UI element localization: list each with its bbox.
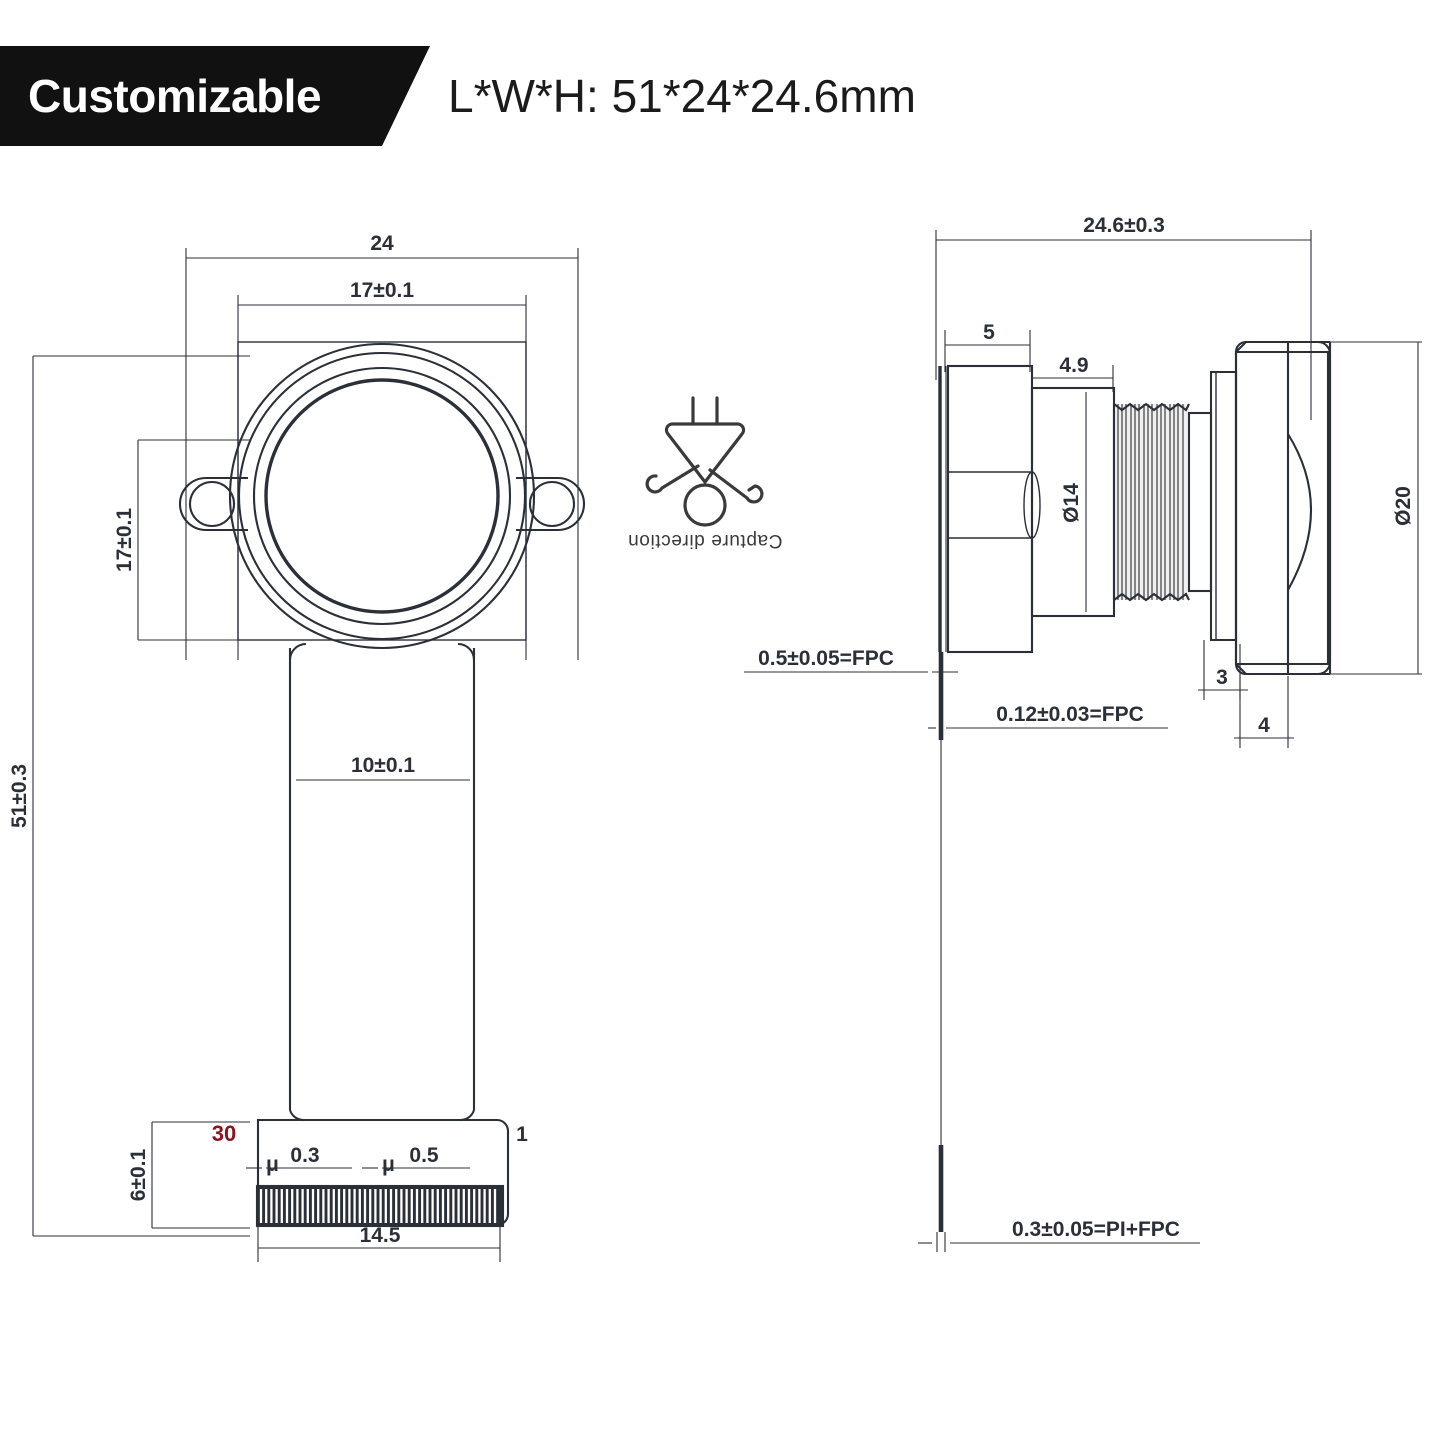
side-view: 24.6±0.3 5 4.9: [744, 214, 1422, 1252]
page-title: L*W*H: 51*24*24.6mm: [448, 70, 916, 122]
capture-direction-label: Capture direction: [628, 530, 783, 551]
dim-ribbon-width-10: 10±0.1: [296, 754, 470, 781]
dim-label-pitch-03: 0.3: [290, 1144, 319, 1167]
mounting-ear-left: [178, 476, 248, 532]
dim-label-49: 4.9: [1059, 354, 1088, 377]
dim-label-d20: Ø20: [1392, 486, 1415, 526]
dim-label-4: 4: [1258, 714, 1270, 737]
barrel-collar: [1187, 411, 1213, 593]
note-fpc-012: 0.12±0.03=FPC: [928, 703, 1168, 729]
note-pi-fpc-03: 0.3±0.05=PI+FPC: [918, 1218, 1200, 1244]
pitch-symbol-a: μ: [266, 1153, 279, 1176]
dim-label-5: 5: [983, 321, 995, 344]
connector-pin-30-label: 30: [212, 1121, 236, 1146]
note-fpc-05: 0.5±0.05=FPC: [744, 647, 958, 673]
pitch-marker-05: μ 0.5: [362, 1144, 470, 1176]
dim-label-6: 6±0.1: [127, 1148, 150, 1201]
dim-barrel-base-49: 4.9: [1031, 354, 1114, 392]
connector-pin-1-label: 1: [516, 1123, 528, 1146]
customizable-tag-shape: [0, 46, 430, 146]
customizable-tag-label: Customizable: [28, 70, 322, 122]
dim-label-246: 24.6±0.3: [1083, 214, 1165, 237]
dim-label-51: 51±0.3: [8, 764, 31, 828]
dim-label-pitch-05: 0.5: [409, 1144, 439, 1167]
note-label-fpc-05: 0.5±0.05=FPC: [758, 647, 894, 670]
dim-label-17-width: 17±0.1: [350, 279, 414, 302]
dim-overall-length-51: 51±0.3: [8, 355, 250, 1237]
mounting-ear-right: [516, 476, 586, 532]
lens-rings: [228, 342, 536, 650]
fpc-ribbon: [288, 642, 476, 1110]
dim-lens-front-4: 4: [1234, 676, 1294, 748]
flange-body: [237, 341, 527, 641]
person-camera-direction-icon: [645, 396, 764, 527]
holder-block: [946, 364, 1041, 654]
dim-label-10: 10±0.1: [351, 754, 415, 777]
dim-flange-height-17: 17±0.1: [113, 439, 250, 641]
connector-pins: [255, 1184, 505, 1228]
dim-holder-5: 5: [944, 321, 1031, 372]
note-label-fpc-012: 0.12±0.03=FPC: [996, 703, 1144, 726]
dim-overall-height-246: 24.6±0.3: [935, 214, 1312, 420]
pitch-symbol-b: μ: [382, 1153, 395, 1176]
dim-overall-width-24: 24: [185, 232, 579, 660]
dim-lens-diameter-20: Ø20: [1288, 341, 1422, 675]
capture-direction-note: Capture direction: [628, 396, 783, 551]
front-view: 24 17±0.1 51±0.3 17±0.1: [8, 232, 586, 1262]
dim-label-3: 3: [1216, 666, 1228, 689]
dim-connector-width-145: 14.5: [257, 1222, 501, 1262]
header-banner: Customizable L*W*H: 51*24*24.6mm: [0, 46, 1440, 146]
dim-label-24: 24: [370, 232, 394, 255]
lens-retaining-ring: [1209, 370, 1238, 642]
pitch-marker-03: μ 0.3: [246, 1144, 352, 1176]
dim-connector-height-6: 6±0.1: [127, 1121, 250, 1229]
fpc-edge-strip: [936, 366, 947, 1252]
dim-barrel-diameter-14: Ø14: [1060, 392, 1087, 612]
dim-flange-width-17: 17±0.1: [237, 279, 527, 660]
threaded-barrel: [1112, 402, 1190, 602]
dim-label-145: 14.5: [360, 1224, 401, 1247]
note-label-pi-fpc-03: 0.3±0.05=PI+FPC: [1012, 1218, 1180, 1241]
dim-label-17-height: 17±0.1: [113, 508, 136, 572]
dim-label-d14: Ø14: [1060, 483, 1083, 523]
lens-front-housing: [1234, 340, 1332, 676]
